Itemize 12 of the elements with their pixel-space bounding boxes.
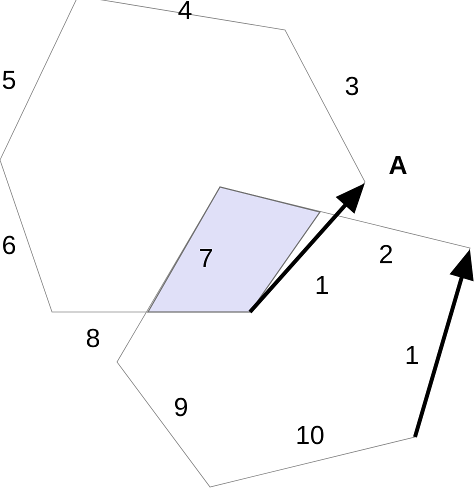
side-number: 5	[2, 70, 16, 90]
side-number: 8	[86, 328, 100, 348]
side-number: 6	[3, 236, 16, 254]
side-number: 1	[316, 276, 328, 294]
side-number: 2	[380, 244, 392, 264]
vertex-label: A	[389, 156, 407, 174]
side-number: 1	[406, 346, 418, 364]
side-number: 3	[346, 76, 358, 96]
side-number: 4	[178, 1, 192, 19]
side-number: 9	[175, 398, 187, 416]
side-number: 7	[200, 249, 212, 267]
side-number: 10	[298, 426, 324, 444]
